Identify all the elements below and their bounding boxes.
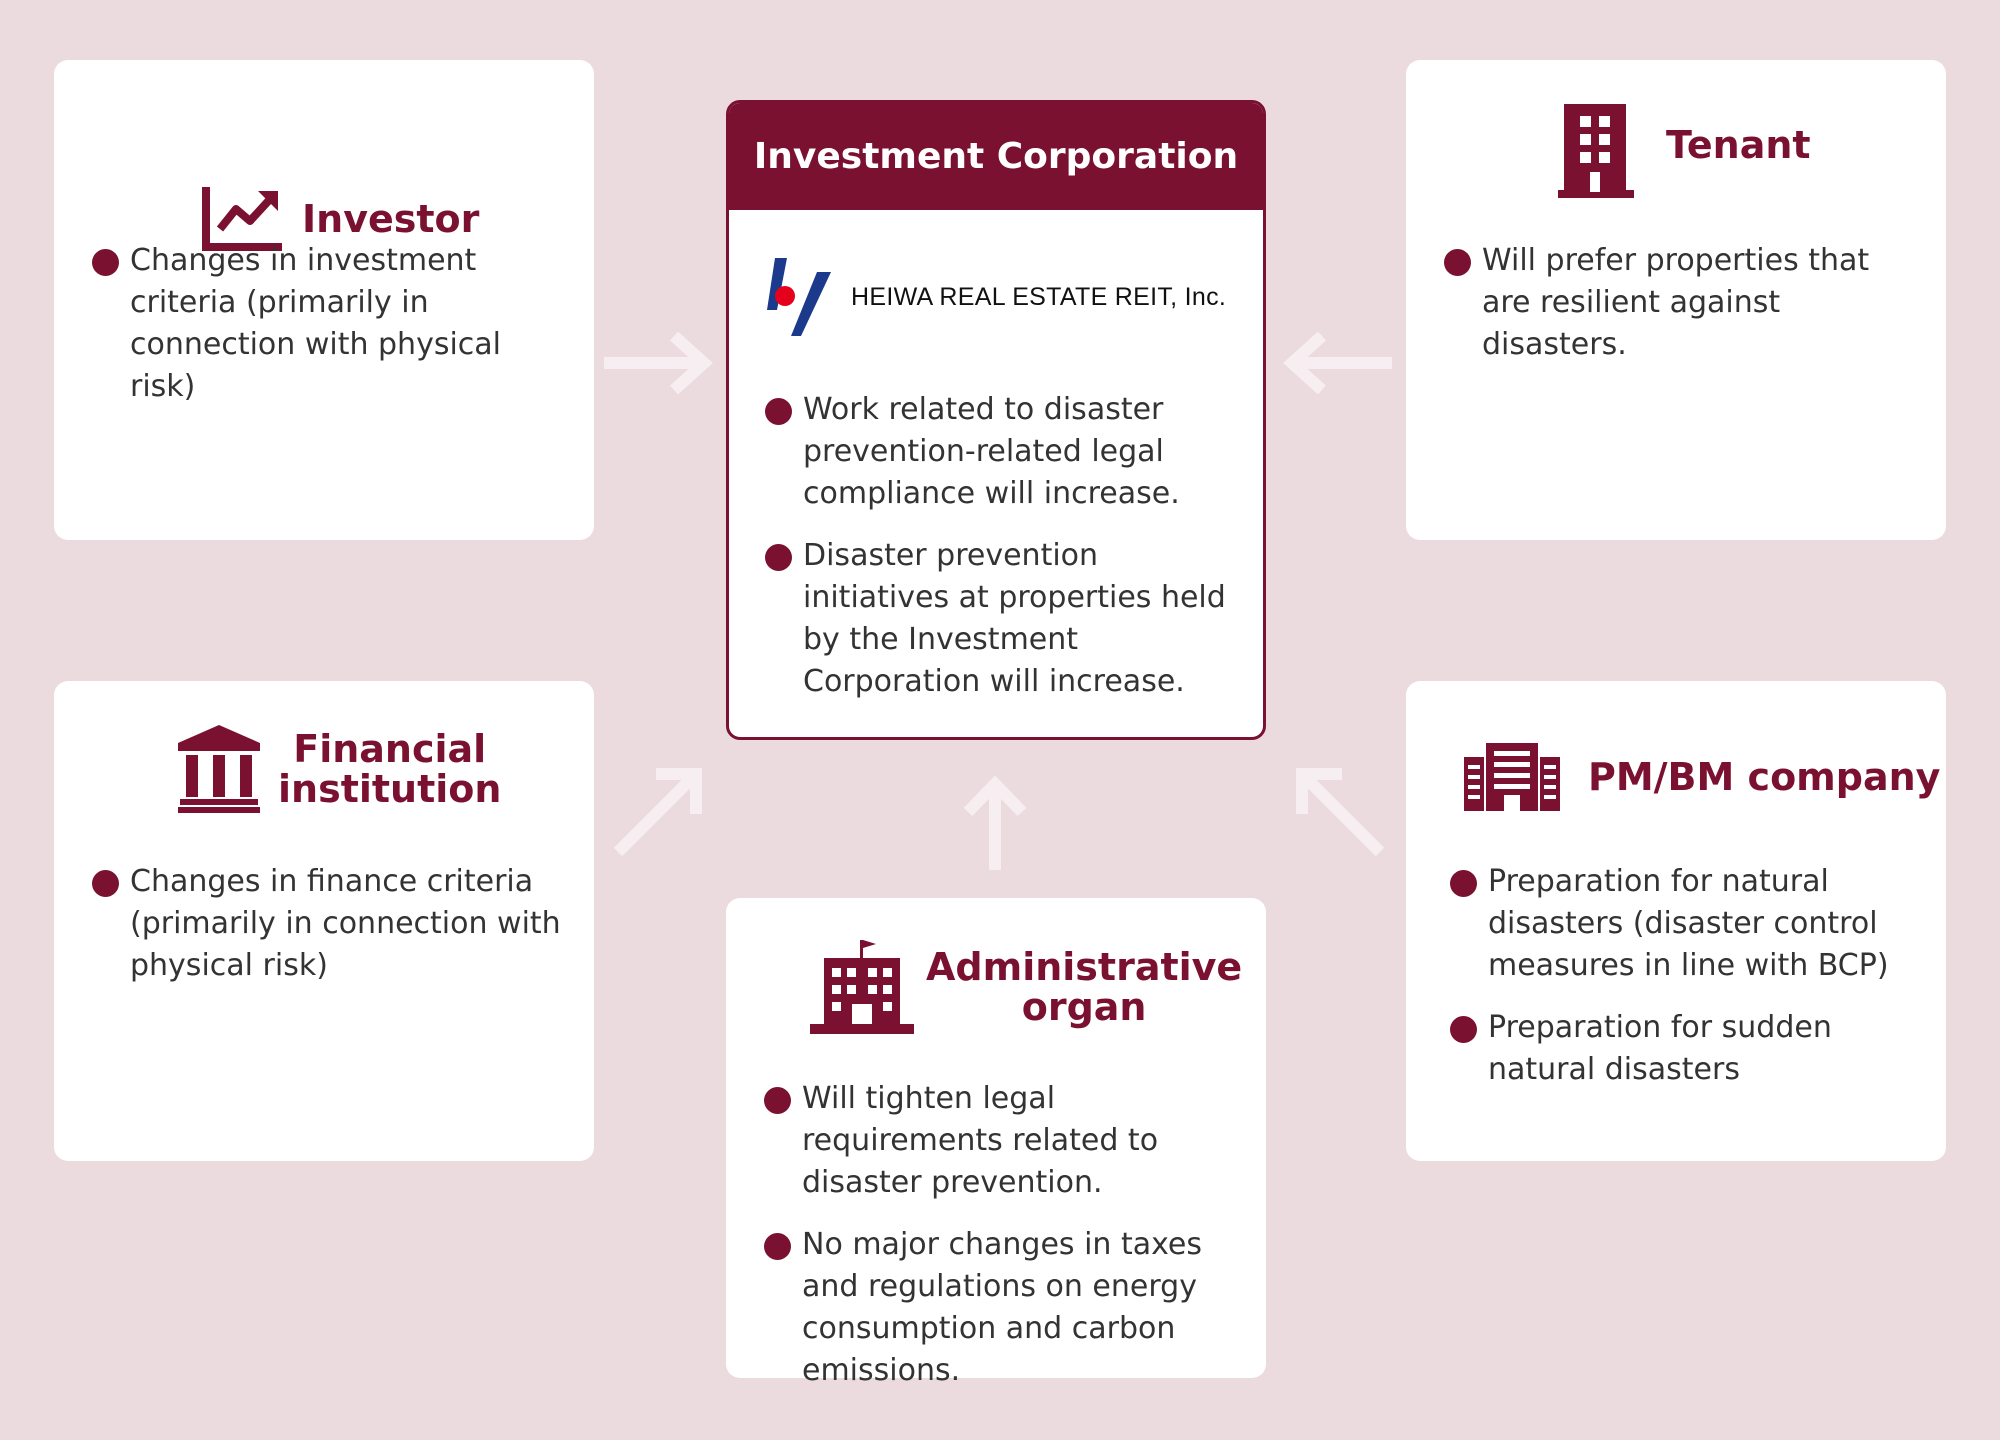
arrow-admin-to-center xyxy=(963,775,1027,870)
admin-header: Administrative organ xyxy=(810,940,1242,1034)
pmbm-bullets: Preparation for natural disasters (disas… xyxy=(1450,861,1920,1111)
pmbm-title: PM/BM company xyxy=(1588,755,1941,799)
list-item: Preparation for natural disasters (disas… xyxy=(1450,861,1920,987)
heiwa-logo-icon xyxy=(765,258,831,336)
pmbm-header: PM/BM company xyxy=(1464,743,1940,811)
company-logo: HEIWA REAL ESTATE REIT, Inc. xyxy=(765,258,1226,336)
arrow-financial-to-center xyxy=(613,768,702,857)
admin-title-line2: organ xyxy=(1021,985,1147,1029)
government-building-icon xyxy=(810,940,914,1034)
financial-title-line2: institution xyxy=(278,767,502,811)
investor-card: Investor Changes in investment criteria … xyxy=(54,60,594,540)
list-item: Changes in investment criteria (primaril… xyxy=(92,240,572,408)
bank-icon xyxy=(178,725,260,813)
list-item: Work related to disaster prevention-rela… xyxy=(765,389,1245,515)
pmbm-company-card: PM/BM company Preparation for natural di… xyxy=(1406,681,1946,1161)
investment-corporation-card: Investment Corporation HEIWA REAL ESTATE… xyxy=(726,100,1266,740)
center-bullets: Work related to disaster prevention-rela… xyxy=(765,389,1245,723)
list-item: Will tighten legal requirements related … xyxy=(764,1078,1254,1204)
financial-bullets: Changes in finance criteria (primarily i… xyxy=(92,861,572,1007)
admin-title-line1: Administrative xyxy=(926,945,1243,989)
investor-header: Investor xyxy=(200,185,479,253)
office-building-icon xyxy=(1464,743,1560,811)
building-icon xyxy=(1558,102,1634,198)
administrative-organ-card: Administrative organ Will tighten legal … xyxy=(726,898,1266,1388)
investment-corporation-title: Investment Corporation xyxy=(729,103,1263,210)
list-item: Preparation for sudden natural disasters xyxy=(1450,1007,1920,1091)
admin-bullets: Will tighten legal requirements related … xyxy=(764,1078,1254,1412)
financial-header: Financial institution xyxy=(178,725,501,813)
list-item: Changes in finance criteria (primarily i… xyxy=(92,861,572,987)
arrow-tenant-to-center xyxy=(1283,331,1392,395)
tenant-title: Tenant xyxy=(1666,123,1811,167)
tenant-card: Tenant Will prefer properties that are r… xyxy=(1406,60,1946,540)
arrow-investor-to-center xyxy=(604,331,713,395)
tenant-bullets: Will prefer properties that are resilien… xyxy=(1444,240,1924,386)
arrow-pmbm-to-center xyxy=(1296,768,1385,857)
investor-bullets: Changes in investment criteria (primaril… xyxy=(92,240,572,428)
chart-up-icon xyxy=(200,185,284,253)
list-item: Disaster prevention initiatives at prope… xyxy=(765,535,1245,703)
investor-title: Investor xyxy=(302,197,480,241)
financial-institution-card: Financial institution Changes in finance… xyxy=(54,681,594,1161)
financial-title-line1: Financial xyxy=(293,727,487,771)
list-item: Will prefer properties that are resilien… xyxy=(1444,240,1924,366)
tenant-header: Tenant xyxy=(1558,102,1811,198)
logo-text: HEIWA REAL ESTATE REIT, Inc. xyxy=(851,282,1227,311)
list-item: No major changes in taxes and regulation… xyxy=(764,1224,1254,1392)
